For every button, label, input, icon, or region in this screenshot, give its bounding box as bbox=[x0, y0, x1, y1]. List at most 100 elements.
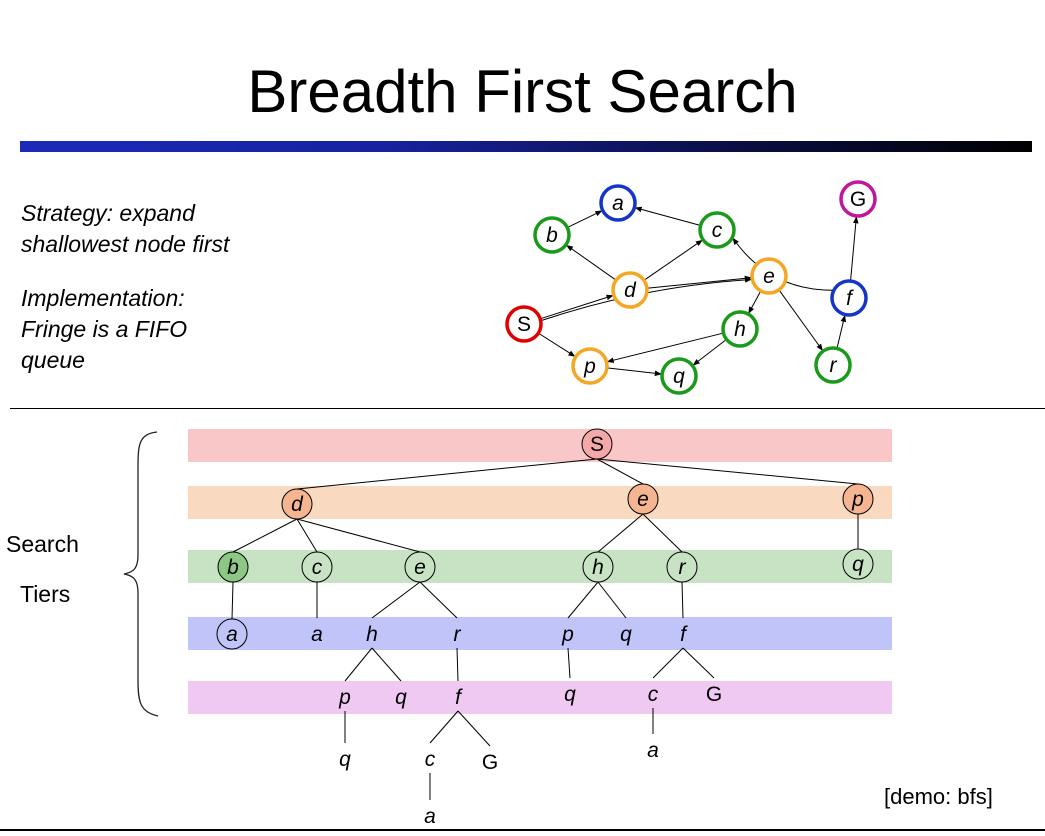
graph-edge-r-f bbox=[836, 314, 847, 349]
graph-node-S: S bbox=[505, 305, 543, 343]
tree-node-e: e bbox=[627, 483, 659, 515]
tree-node-c: c bbox=[425, 748, 436, 771]
slide-title: Breadth First Search bbox=[247, 58, 798, 125]
tree-node-circle bbox=[666, 551, 698, 583]
tier-band-4 bbox=[188, 617, 892, 650]
tree-node-label: e bbox=[637, 488, 649, 511]
bottom-divider bbox=[0, 829, 1045, 831]
tier-band-3 bbox=[188, 550, 892, 583]
tiers-label: Tiers bbox=[20, 581, 71, 607]
graph-node-label: f bbox=[846, 287, 854, 310]
tree-node-q: q bbox=[339, 748, 351, 771]
tree-node-q: q bbox=[395, 686, 407, 709]
tree-node-label: a bbox=[311, 623, 323, 646]
tree-edge bbox=[296, 518, 318, 553]
strategy-line: Strategy: expand bbox=[21, 200, 195, 226]
implementation-line: queue bbox=[21, 347, 85, 373]
graph-node-circle bbox=[814, 346, 852, 384]
graph-edge-d-b bbox=[566, 244, 617, 281]
tree-edge bbox=[456, 647, 459, 682]
graph-node-label: e bbox=[763, 265, 775, 288]
tree-node-circle bbox=[842, 548, 874, 580]
tree-node-c: c bbox=[648, 683, 659, 706]
tier-band-5 bbox=[188, 681, 892, 714]
tree-edge bbox=[597, 581, 627, 619]
graph-edge-e-r bbox=[778, 289, 823, 351]
tree-node-label: c bbox=[425, 748, 436, 771]
graph-node-d: d bbox=[611, 271, 649, 309]
graph-node-label: d bbox=[624, 279, 637, 302]
graph-edge-b-a bbox=[567, 210, 603, 229]
graph-edge-c-a bbox=[634, 206, 701, 227]
graph-node-circle bbox=[698, 211, 736, 249]
tree-edge bbox=[597, 513, 644, 553]
tree-node-label: q bbox=[564, 683, 576, 706]
graph-node-q: q bbox=[660, 357, 698, 395]
tree-node-label: p bbox=[851, 488, 864, 511]
tree-node-circle bbox=[404, 551, 436, 583]
tree-node-label: d bbox=[291, 493, 304, 516]
graph-node-label: b bbox=[546, 224, 558, 247]
tree-node-label: p bbox=[561, 623, 574, 646]
tree-node-a: a bbox=[647, 739, 659, 762]
tree-node-S: S bbox=[581, 428, 613, 460]
graph-node-h: h bbox=[721, 310, 759, 348]
tree-node-r: r bbox=[666, 551, 698, 583]
tree-edge bbox=[371, 581, 421, 619]
tree-edge bbox=[457, 710, 491, 747]
graph-node-label: S bbox=[517, 313, 531, 336]
tree-node-G: G bbox=[706, 683, 722, 706]
tree-node-label: S bbox=[590, 433, 604, 456]
graph-node-circle bbox=[611, 271, 649, 309]
graph-node-b: b bbox=[533, 216, 571, 254]
tree-node-h: h bbox=[366, 623, 378, 646]
tree-node-label: h bbox=[592, 556, 604, 579]
graph-node-circle bbox=[721, 310, 759, 348]
tree-edge bbox=[296, 518, 421, 553]
tree-node-label: a bbox=[226, 623, 238, 646]
tree-node-label: q bbox=[339, 748, 351, 771]
tree-node-label: G bbox=[482, 751, 498, 774]
tree-node-circle bbox=[217, 551, 249, 583]
graph-node-r: r bbox=[814, 346, 852, 384]
graph-node-circle bbox=[571, 347, 609, 385]
tree-edge bbox=[419, 581, 458, 619]
tree-edge bbox=[596, 458, 644, 485]
tree-node-q: q bbox=[564, 683, 576, 706]
graph-node-label: a bbox=[612, 192, 624, 215]
tree-node-circle bbox=[582, 551, 614, 583]
graph-node-a: a bbox=[599, 184, 637, 222]
tree-node-circle bbox=[216, 618, 248, 650]
tree-node-label: e bbox=[414, 556, 426, 579]
tree-node-label: r bbox=[679, 556, 687, 579]
tree-node-p: p bbox=[561, 623, 574, 646]
graph-node-p: p bbox=[571, 347, 609, 385]
graph-node-circle bbox=[750, 257, 788, 295]
tree-node-label: G bbox=[706, 683, 722, 706]
tree-node-label: a bbox=[424, 805, 436, 828]
tree-node-a: a bbox=[424, 805, 436, 828]
tree-node-f: f bbox=[455, 686, 463, 709]
tree-node-circle bbox=[842, 483, 874, 515]
tree-node-p: p bbox=[338, 686, 351, 709]
tree-node-q: q bbox=[842, 548, 874, 580]
tree-node-p: p bbox=[842, 483, 874, 515]
tree-node-e: e bbox=[404, 551, 436, 583]
graph-edge-S-p bbox=[538, 332, 576, 357]
tree-node-label: q bbox=[395, 686, 407, 709]
tree-edge bbox=[344, 647, 373, 682]
title-underline-bar bbox=[20, 141, 1032, 152]
tree-node-circle bbox=[581, 428, 613, 460]
tree-node-f: f bbox=[680, 623, 688, 646]
tree-edge bbox=[567, 647, 571, 679]
graph-edge-S-d bbox=[540, 294, 614, 320]
tree-node-h: h bbox=[582, 551, 614, 583]
implementation-text: Implementation: Fringe is a FIFO queue bbox=[21, 283, 187, 376]
graph-edge-h-p bbox=[606, 332, 724, 363]
tree-node-b: b bbox=[217, 551, 249, 583]
tree-edge bbox=[371, 647, 402, 682]
tree-node-G: G bbox=[482, 751, 498, 774]
tree-node-c: c bbox=[301, 551, 333, 583]
